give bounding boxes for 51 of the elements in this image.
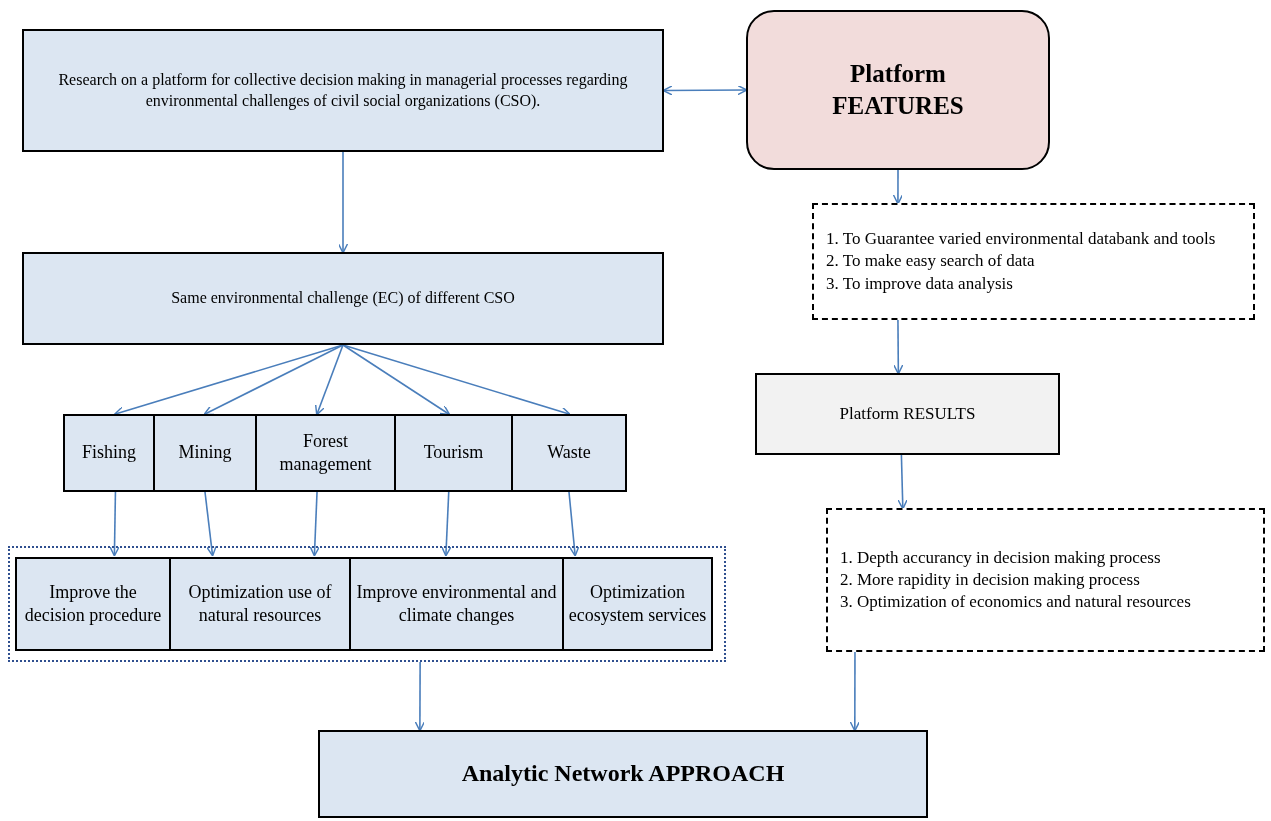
arrow: [849, 651, 861, 732]
group-frame: [8, 546, 726, 662]
arrow: [204, 491, 217, 557]
arrow: [314, 344, 344, 416]
arrow: [309, 491, 320, 557]
box-text: Platform RESULTS: [839, 402, 976, 425]
box-text: Same environmental challenge (EC) of different CSO: [171, 288, 515, 309]
result-box: [318, 730, 928, 818]
process-box: [755, 373, 1060, 455]
box-text: Improve environmental and climate changes: [355, 580, 558, 627]
arrow: [203, 344, 344, 416]
goal-box: [562, 557, 713, 651]
list-item: 1. Depth accurancy in decision making process: [840, 546, 1162, 569]
box-text: Optimization ecosystem services: [568, 580, 707, 627]
box-text: Platform FEATURES: [831, 58, 965, 121]
category-box: [511, 414, 627, 492]
category-box: [153, 414, 257, 492]
arrow: [568, 491, 580, 557]
arrow: [441, 491, 452, 557]
box-text: Fishing: [82, 441, 136, 465]
dashed-list-box: [826, 508, 1265, 652]
arrow: [892, 169, 904, 205]
list-item: 2. More rapidity in decision making process: [840, 568, 1141, 591]
box-text: Optimization use of natural resources: [187, 580, 333, 627]
arrow: [893, 319, 904, 375]
arrow: [897, 454, 908, 510]
arrow: [342, 344, 451, 416]
dashed-list-box: [812, 203, 1255, 320]
arrow: [414, 661, 426, 732]
list-item: 2. To make easy search of data: [826, 250, 1036, 273]
box-text: Analytic Network APPROACH: [461, 759, 785, 789]
process-box: [22, 252, 664, 345]
rounded-box: [746, 10, 1050, 170]
box-text: Mining: [178, 441, 232, 465]
list-item: 1. To Guarantee varied environmental databank and tools: [826, 228, 1217, 251]
list-item: 3. Optimization of economics and natural resources: [840, 591, 1192, 614]
goal-box: [15, 557, 171, 651]
arrow: [337, 151, 349, 254]
box-text: Forest management: [278, 429, 373, 476]
category-box: [63, 414, 155, 492]
process-box: [22, 29, 664, 152]
box-text: Research on a platform for collective decision making in managerial processes regarding environmental challenges of civil social organizations (CSO).: [57, 69, 629, 112]
goal-box: [349, 557, 564, 651]
box-text: Waste: [547, 441, 591, 465]
arrow: [109, 491, 120, 557]
goal-box: [169, 557, 351, 651]
category-box: [394, 414, 513, 492]
box-text: Tourism: [423, 441, 484, 465]
category-box: [255, 414, 396, 492]
box-text: Improve the decision procedure: [23, 580, 163, 627]
list-item: 3. To improve data analysis: [826, 272, 1014, 295]
